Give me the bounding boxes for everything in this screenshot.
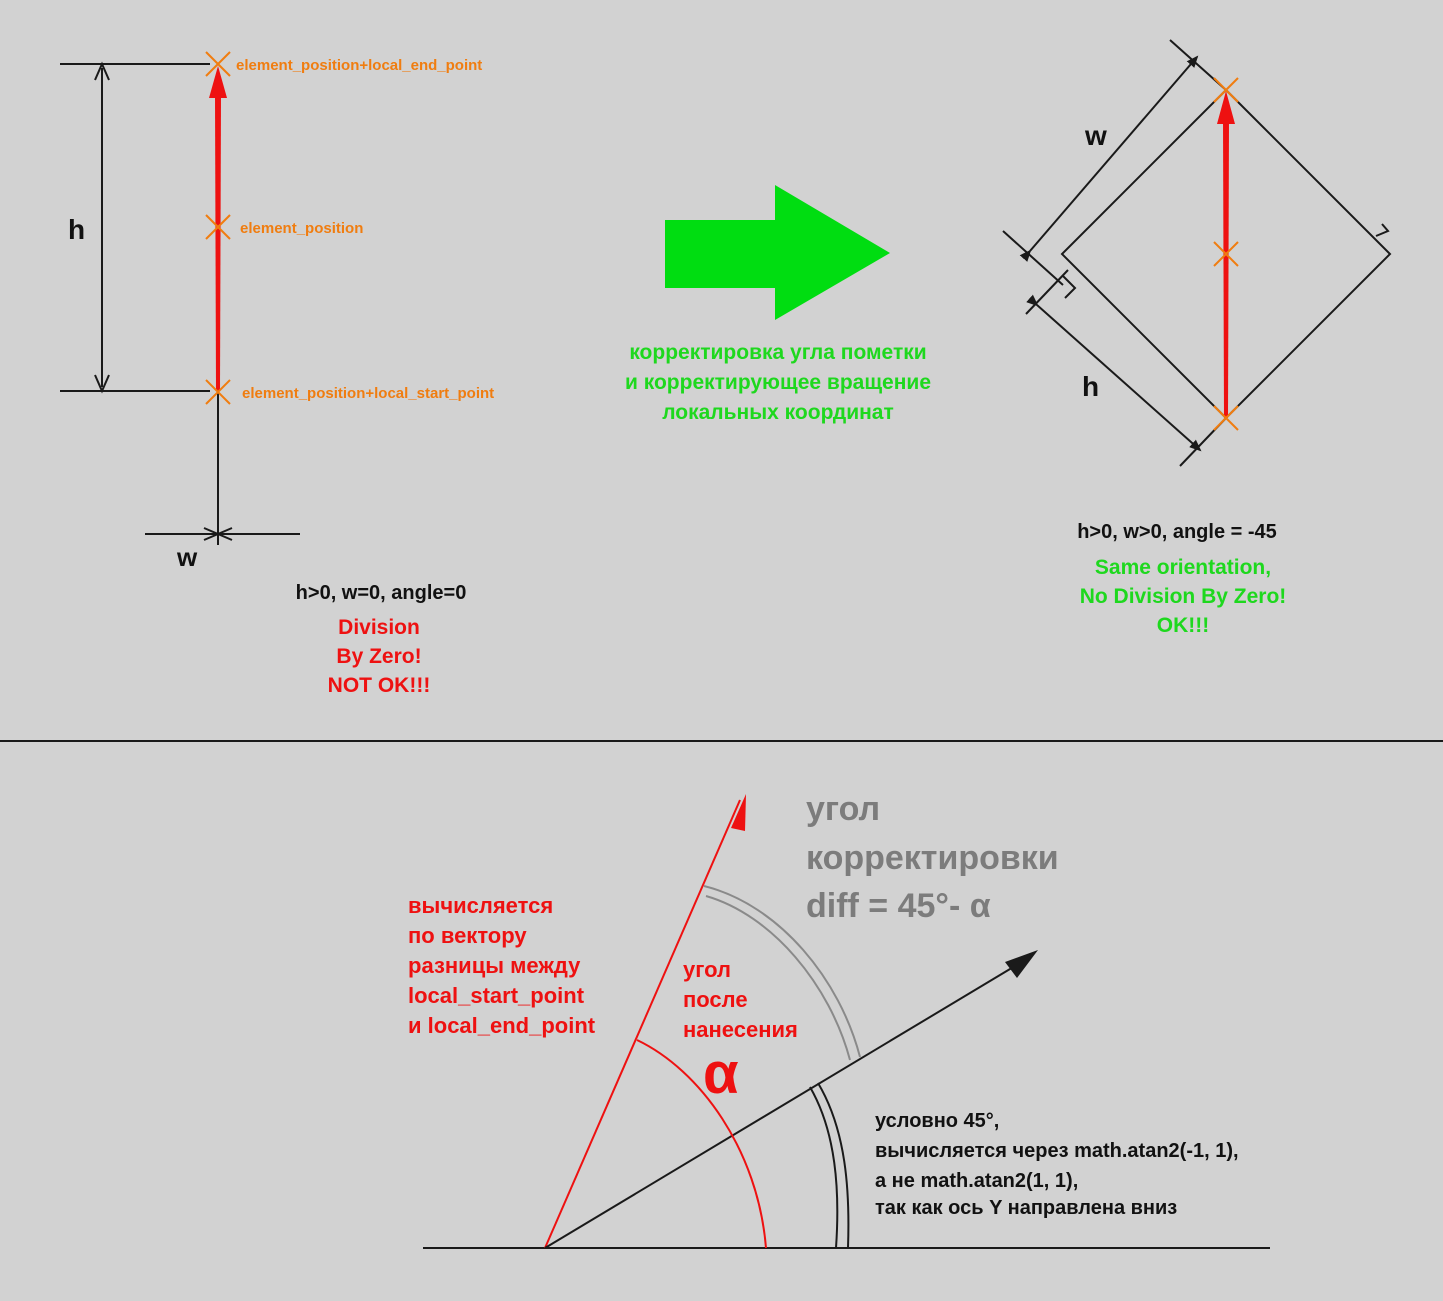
after-label-line-3: нанесения <box>683 1017 798 1042</box>
transform-caption-line-3: локальных координат <box>662 401 894 424</box>
w-dimension-line-rotated <box>1019 55 1199 262</box>
rotated-end-marker <box>1213 77 1239 103</box>
transform-arrow-icon <box>665 185 890 320</box>
position-marker <box>205 214 231 240</box>
w-dimension-arrows <box>203 527 233 541</box>
computed-vector-head <box>731 794 746 831</box>
left-status-line-2: By Zero! <box>336 645 421 668</box>
computed-label-line-1: вычисляется <box>408 893 553 918</box>
left-figure <box>60 51 300 545</box>
h-dimension-arrow-top <box>94 61 110 81</box>
angle-figure <box>423 794 1270 1249</box>
reference-arc-outer <box>817 1082 850 1249</box>
h-label-right: h <box>1082 371 1099 402</box>
right-status-line-1: Same orientation, <box>1095 556 1271 579</box>
correction-arc-outer <box>703 885 861 1058</box>
rotated-vector-head <box>1217 91 1235 124</box>
note-line-4: так как ось Y направлена вниз <box>875 1197 1177 1219</box>
h-dimension-arrow-bottom <box>94 374 110 394</box>
reference-45-vector-head <box>1005 950 1038 978</box>
position-label: element_position <box>240 220 363 237</box>
w-extension-line-lower <box>1002 230 1064 286</box>
w-label-right: w <box>1084 120 1107 151</box>
start-point-label: element_position+local_start_point <box>242 385 494 402</box>
alpha-arc <box>636 1039 767 1249</box>
vector-head <box>209 66 227 98</box>
correction-label-line-3: diff = 45°- α <box>806 887 991 925</box>
rotated-vector-shaft <box>1223 120 1229 418</box>
h-dimension-line-rotated <box>1026 294 1202 452</box>
left-params: h>0, w=0, angle=0 <box>296 582 467 604</box>
end-point-label: element_position+local_end_point <box>236 57 482 74</box>
computed-vector <box>544 799 741 1249</box>
w-label-left: w <box>176 542 198 572</box>
rotated-start-marker <box>1213 405 1239 431</box>
note-line-3: а не math.atan2(1, 1), <box>875 1170 1078 1192</box>
computed-label-line-4: local_start_point <box>408 983 585 1008</box>
computed-label-line-5: и local_end_point <box>408 1013 596 1038</box>
vector-shaft <box>215 95 221 391</box>
reference-45-vector <box>544 959 1026 1249</box>
left-status-line-3: NOT OK!!! <box>328 674 431 697</box>
start-point-marker <box>205 379 231 405</box>
h-label-left: h <box>68 214 85 245</box>
correction-label-line-2: корректировки <box>806 839 1059 877</box>
right-status-line-2: No Division By Zero! <box>1080 585 1287 608</box>
h-extension-line-lower <box>1025 269 1069 315</box>
left-status-line-1: Division <box>338 616 420 639</box>
after-label-line-2: после <box>683 987 748 1012</box>
right-angle-left <box>1062 275 1077 299</box>
transform-caption-line-1: корректировка угла пометки <box>629 341 926 364</box>
right-status-line-3: OK!!! <box>1157 614 1209 637</box>
correction-arc-inner <box>705 895 851 1061</box>
computed-label-line-3: разницы между <box>408 953 581 978</box>
end-point-marker <box>205 51 231 77</box>
computed-label-line-2: по вектору <box>408 923 527 948</box>
transform-caption-line-2: и корректирующее вращение <box>625 371 931 394</box>
correction-label-line-1: угол <box>806 790 880 828</box>
right-angle-right <box>1375 223 1390 237</box>
after-label-line-1: угол <box>683 957 731 982</box>
alpha-symbol: α <box>703 1041 739 1106</box>
reference-arc-inner <box>809 1086 839 1249</box>
right-figure <box>1002 39 1392 467</box>
right-params: h>0, w>0, angle = -45 <box>1077 521 1277 543</box>
rotated-position-marker <box>1213 241 1239 267</box>
note-line-1: условно 45°, <box>875 1110 999 1132</box>
note-line-2: вычисляется через math.atan2(-1, 1), <box>875 1140 1239 1162</box>
